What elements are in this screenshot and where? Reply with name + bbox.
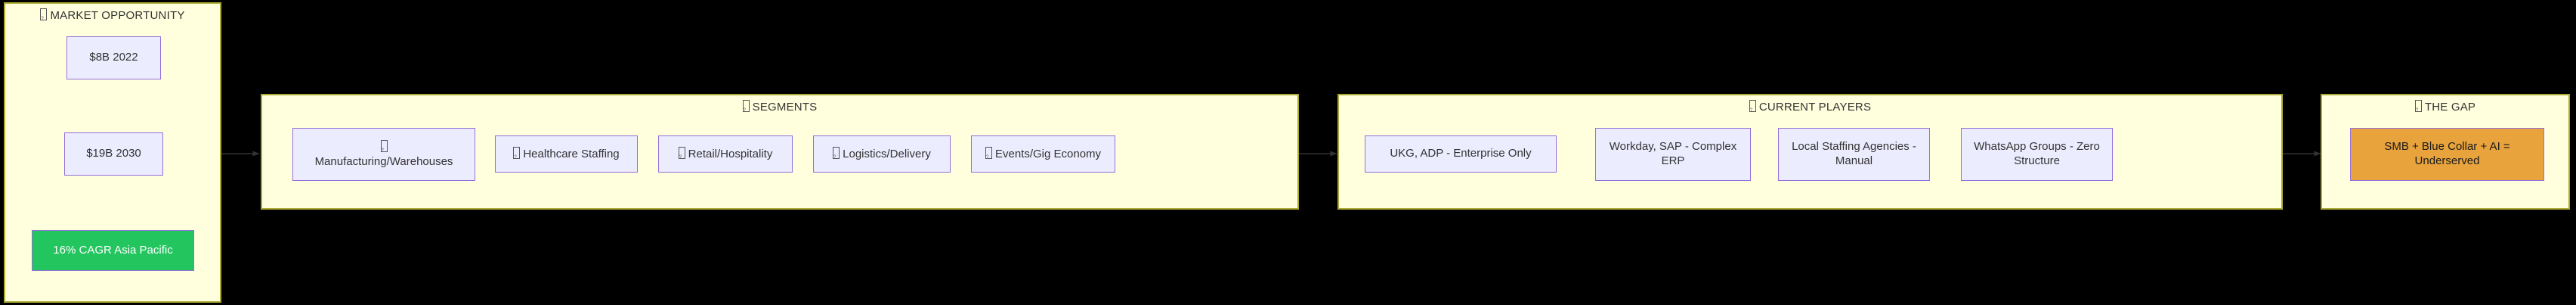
node-label-wrap: Healthcare Staffing <box>513 146 620 162</box>
missing-glyph-icon <box>833 146 840 160</box>
node-label: Healthcare Staffing <box>523 147 620 160</box>
node-label: Manufacturing/Warehouses <box>314 154 453 168</box>
node-label: Local Staffing Agencies - Manual <box>1792 140 1916 167</box>
missing-glyph-icon <box>742 100 750 113</box>
node-segment-healthcare-staffing[interactable]: Healthcare Staffing <box>495 135 638 173</box>
node-label: Retail/Hospitality <box>688 147 773 160</box>
node-label-wrap: Manufacturing/Warehouses <box>314 139 453 170</box>
node-market-cagr[interactable]: 16% CAGR Asia Pacific <box>32 230 194 271</box>
node-label-wrap: Events/Gig Economy <box>985 146 1102 162</box>
node-player-workday-sap[interactable]: Workday, SAP - Complex ERP <box>1595 128 1751 181</box>
node-label: $19B 2030 <box>86 147 141 160</box>
missing-glyph-icon <box>40 8 48 21</box>
panel-title-text: THE GAP <box>2424 101 2476 114</box>
panel-current-players: CURRENT PLAYERS UKG, ADP - Enterprise On… <box>1337 94 2283 210</box>
missing-glyph-icon <box>380 139 388 153</box>
node-label: SMB + Blue Collar + AI = Underserved <box>2384 140 2510 167</box>
missing-glyph-icon <box>985 146 992 160</box>
panel-segments: SEGMENTS Manufacturing/Warehouses Health… <box>261 94 1299 210</box>
node-segment-events-gig-economy[interactable]: Events/Gig Economy <box>971 135 1115 173</box>
node-label: Workday, SAP - Complex ERP <box>1609 140 1737 167</box>
node-label: $8B 2022 <box>89 51 138 64</box>
node-segment-manufacturing-warehouses[interactable]: Manufacturing/Warehouses <box>292 128 475 181</box>
node-label-wrap: Logistics/Delivery <box>833 146 931 162</box>
node-player-ukg-adp[interactable]: UKG, ADP - Enterprise Only <box>1365 135 1557 173</box>
panel-title-text: CURRENT PLAYERS <box>1758 101 1872 114</box>
missing-glyph-icon <box>1749 100 1756 113</box>
node-market-19b-2030[interactable]: $19B 2030 <box>64 132 163 176</box>
panel-title-current-players: CURRENT PLAYERS <box>1339 100 2281 114</box>
node-label: Events/Gig Economy <box>994 147 1102 160</box>
node-label: UKG, ADP - Enterprise Only <box>1390 147 1532 160</box>
node-segment-retail-hospitality[interactable]: Retail/Hospitality <box>658 135 793 173</box>
panel-market-opportunity: MARKET OPPORTUNITY $8B 2022 $19B 2030 16… <box>4 2 221 303</box>
node-market-8b-2022[interactable]: $8B 2022 <box>66 36 161 79</box>
panel-title-text: MARKET OPPORTUNITY <box>50 9 185 22</box>
node-player-local-staffing-agencies[interactable]: Local Staffing Agencies - Manual <box>1778 128 1930 181</box>
node-label: Logistics/Delivery <box>843 147 931 160</box>
node-label: WhatsApp Groups - Zero Structure <box>1974 140 2100 167</box>
panel-the-gap: THE GAP SMB + Blue Collar + AI = Underse… <box>2321 94 2570 210</box>
node-segment-logistics-delivery[interactable]: Logistics/Delivery <box>813 135 951 173</box>
node-player-whatsapp-groups[interactable]: WhatsApp Groups - Zero Structure <box>1961 128 2113 181</box>
node-label: 16% CAGR Asia Pacific <box>53 243 173 257</box>
node-label-wrap: Retail/Hospitality <box>678 146 773 162</box>
missing-glyph-icon <box>2414 100 2422 113</box>
missing-glyph-icon <box>678 146 685 160</box>
panel-title-text: SEGMENTS <box>752 101 818 114</box>
panel-title-segments: SEGMENTS <box>262 100 1297 114</box>
missing-glyph-icon <box>513 146 521 160</box>
panel-title-the-gap: THE GAP <box>2322 100 2568 114</box>
node-gap-smb-blue-collar-ai[interactable]: SMB + Blue Collar + AI = Underserved <box>2350 128 2544 181</box>
panel-title-market-opportunity: MARKET OPPORTUNITY <box>5 8 220 22</box>
